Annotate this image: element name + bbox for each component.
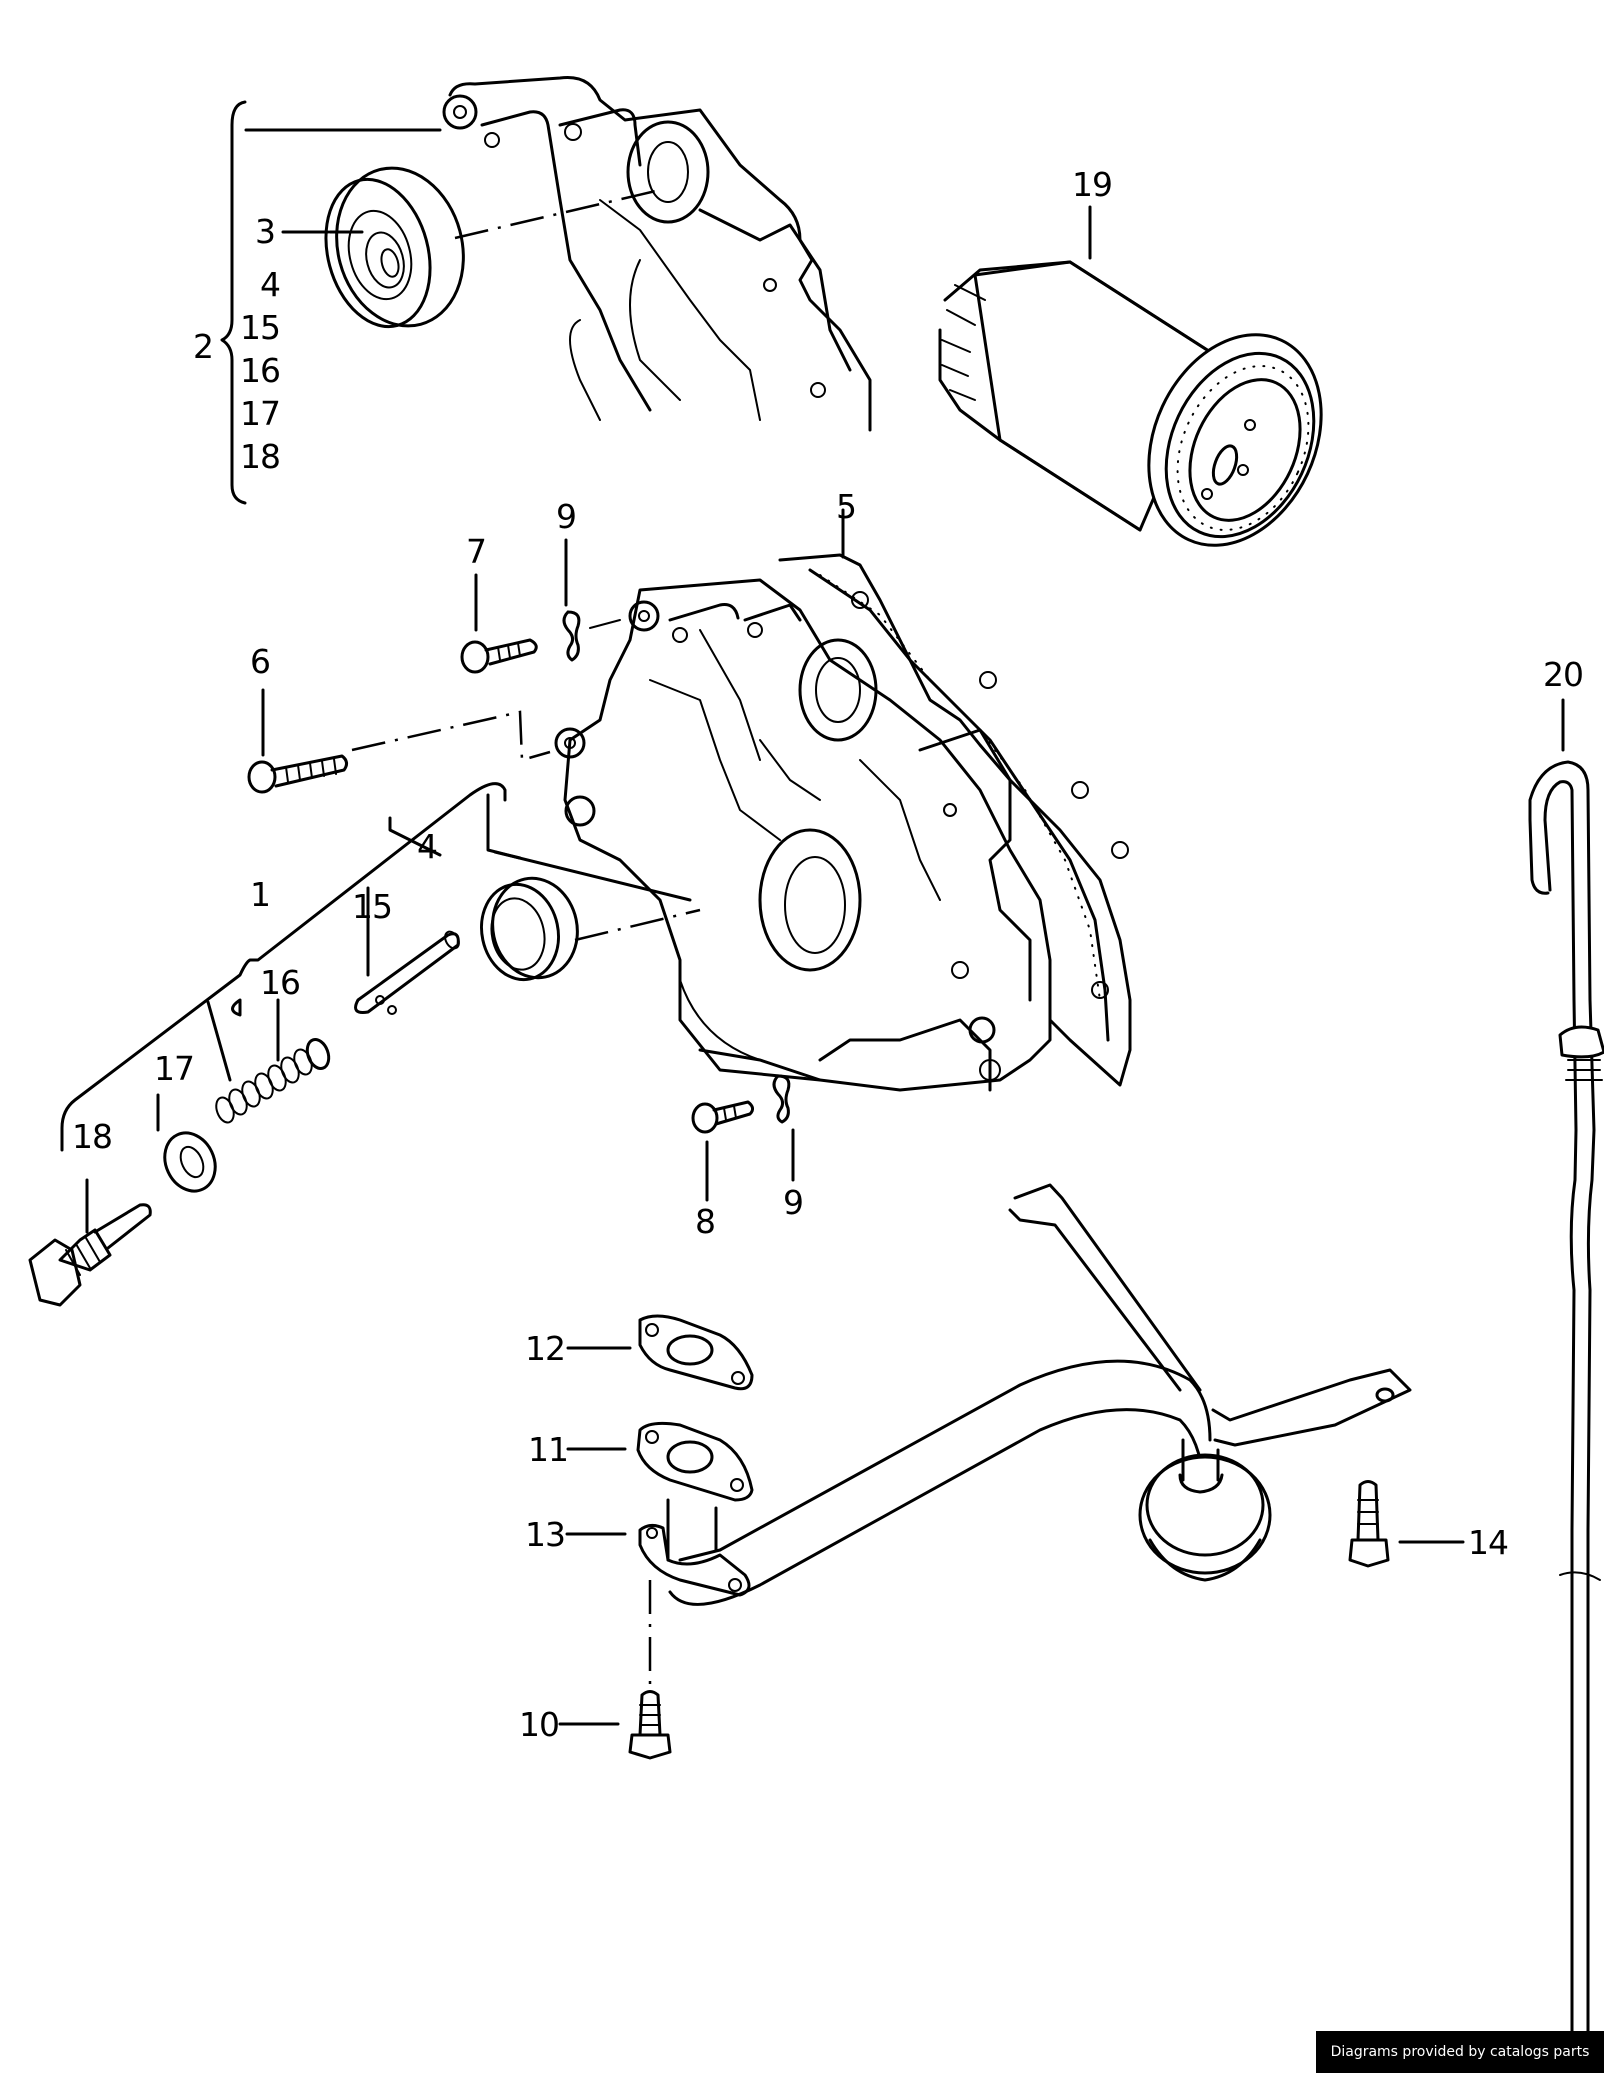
oil-pump-upper-housing (442, 75, 872, 432)
group-2-item[interactable]: 4 (260, 265, 281, 304)
callout-12[interactable]: 12 (525, 1329, 566, 1368)
oil-pickup-pipe (668, 1183, 1412, 1606)
seal-washer-item-17 (156, 1093, 217, 1193)
callout-4[interactable]: 4 (417, 827, 438, 866)
dipstick-item-20 (1528, 698, 1604, 2073)
group-2-included-list: 4 15 16 17 18 (240, 263, 281, 478)
spring-item-16 (206, 998, 331, 1124)
pump-assembly-leader-item-1 (60, 782, 692, 1152)
washer-item-9-upper (562, 538, 621, 662)
bracket-item-13 (565, 1523, 751, 1685)
seal-ring-item-4 (388, 816, 701, 982)
plug-screw-item-18 (28, 1178, 152, 1307)
bolt-item-10 (558, 1690, 672, 1760)
callout-9-lower[interactable]: 9 (783, 1183, 804, 1222)
callout-8[interactable]: 8 (695, 1202, 716, 1241)
callout-2[interactable]: 2 (193, 327, 214, 366)
group-2-item[interactable]: 17 (240, 394, 281, 433)
callout-11[interactable]: 11 (528, 1430, 569, 1469)
callout-16[interactable]: 16 (260, 963, 301, 1002)
group-2-item[interactable]: 15 (240, 308, 281, 347)
callout-5[interactable]: 5 (836, 487, 857, 526)
callout-13[interactable]: 13 (525, 1515, 566, 1554)
piston-item-15 (354, 886, 460, 1015)
oil-pump-housing-item-5 (554, 508, 1132, 1092)
callout-19[interactable]: 19 (1072, 165, 1113, 204)
callout-17[interactable]: 17 (154, 1049, 195, 1088)
group-2-item[interactable]: 18 (240, 437, 281, 476)
group-2-item[interactable]: 16 (240, 351, 281, 390)
bolt-item-8 (691, 1100, 755, 1202)
callout-15[interactable]: 15 (352, 887, 393, 926)
callout-6[interactable]: 6 (250, 642, 271, 681)
callout-18[interactable]: 18 (72, 1117, 113, 1156)
bolt-item-6 (247, 688, 551, 794)
gasket-item-12 (566, 1314, 754, 1391)
callout-1[interactable]: 1 (250, 875, 271, 914)
callout-10[interactable]: 10 (519, 1705, 560, 1744)
callout-3[interactable]: 3 (255, 212, 276, 251)
oil-filter-item-19 (938, 205, 1323, 547)
group-2-bracket (220, 100, 442, 505)
diagram-credit-banner: Diagrams provided by catalogs parts (1316, 2031, 1604, 2073)
bolt-item-7 (460, 573, 538, 674)
callout-20[interactable]: 20 (1543, 655, 1584, 694)
flange-item-11 (566, 1421, 754, 1562)
diagram-credit-text: Diagrams provided by catalogs parts (1330, 2044, 1590, 2060)
bolt-item-14 (1348, 1480, 1465, 1568)
callout-9-upper[interactable]: 9 (556, 497, 577, 536)
washer-item-9-lower (772, 1074, 795, 1182)
callout-7[interactable]: 7 (466, 532, 487, 571)
pulley-item-3 (324, 166, 661, 329)
callout-14[interactable]: 14 (1468, 1523, 1509, 1562)
